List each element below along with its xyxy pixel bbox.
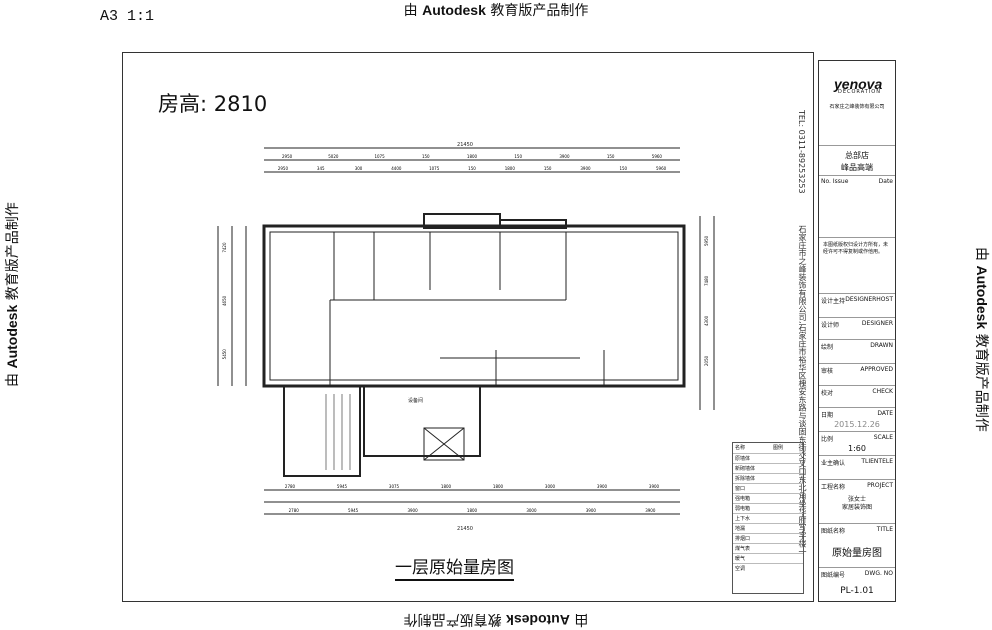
legend-sym: 图例 [773,445,784,451]
dimension-label: 150 [468,166,476,171]
dimension-label: 150 [619,166,627,171]
notice-row: 本图纸版权归设计方所有，未经许可不得复制或作他用。 [819,237,895,292]
dimension-label: 5960 [652,154,663,159]
dimension-label: 5950 [704,235,709,246]
dimension-label: 5020 [328,154,339,159]
dimension-label: 7420 [222,242,227,253]
dimension-label: 1800 [441,484,452,489]
legend-title: 名称 [735,445,746,451]
dimension-label: 2950 [282,154,293,159]
branch: 总部店 [845,151,869,160]
legend-item: 原墙体 [735,456,751,462]
drawing-frame [122,52,814,602]
legend-item: 排烟口 [735,536,751,542]
legend-item: 新砌墙体 [735,466,756,472]
title-value: 原始量房图 [832,548,882,559]
legend-item: 地漏 [735,526,746,532]
dimension-label: 1800 [493,484,504,489]
legend-item: 空调 [735,566,746,572]
legend-item: 上下水 [735,516,751,522]
legend-item: 暖气 [735,556,746,562]
company-logo-sub: DECORATION [838,89,881,95]
dimension-label: 3000 [545,484,556,489]
legend-item: 弱电箱 [735,506,751,512]
dimension-label: 3900 [649,484,660,489]
dimension-label: 3000 [526,508,537,513]
project-value: 张女士 [847,496,866,503]
stairs-label: 设备间 [408,397,423,404]
dimension-label: 1075 [374,154,385,159]
legend-item: 煤气表 [735,546,751,552]
scale-value: 1:60 [848,444,866,453]
dimension-label: 1075 [429,166,440,171]
dimension-label: 150 [514,154,522,159]
dwg-value: PL-1.01 [840,586,874,596]
watermark-bottom: 由 Autodesk 教育版产品制作 [403,611,589,628]
dimension-label: 7480 [704,275,709,286]
dimension-label: 4400 [391,166,402,171]
date-value: 2015.12.26 [834,420,880,429]
dimension-label: 150 [607,154,615,159]
address-text: 石家庄市之峰装饰有限公司,石家庄市裕华区槐安东路与谈固东街交叉口东北角坐华府写字… [798,225,807,555]
dimension-label: 1800 [505,166,516,171]
dimension-label: 3900 [407,508,418,513]
legend-item: 强电箱 [735,496,751,502]
dimension-label: 3900 [645,508,656,513]
legend-item: 拆除墙体 [735,476,756,482]
total-dim-bottom: 21450 [457,526,473,532]
company-name: 石家庄之峰装饰有限公司 [829,104,885,110]
dimension-label: 150 [544,166,552,171]
dimension-label: 5960 [656,166,667,171]
dimension-label: 150 [422,154,430,159]
dimension-label: 5945 [348,508,359,513]
dimension-label: 3075 [389,484,400,489]
watermark-top: 由 Autodesk 教育版产品制作 [403,2,589,19]
plan-title: 一层原始量房图 [395,553,514,581]
dimension-label: 5945 [337,484,348,489]
dimension-label: 2780 [289,508,300,513]
branch-row: 总部店 峰品高端 [819,145,895,176]
dimension-label: 2780 [285,484,296,489]
dimension-label: 4650 [222,295,227,306]
dimension-label: 4300 [704,315,709,326]
dimension-label: 1800 [467,154,478,159]
scale-label: A3 1:1 [100,8,155,25]
dimension-label: 2050 [704,355,709,366]
dimension-label: 3900 [597,484,608,489]
project-value-2: 家居装饰图 [841,504,872,511]
dimension-label: 3900 [559,154,570,159]
floor-plan: 21450 21450 设备间 2950 5020 1075 150 1800 150 39… [217,142,715,532]
dimension-label: 345 [317,166,325,171]
dimension-label: 3900 [580,166,591,171]
dimension-label: 2950 [278,166,289,171]
dimension-label: 300 [355,166,363,171]
room-height: 房高: 2810 [158,92,268,116]
total-dim-top: 21450 [457,142,473,148]
watermark-right: 由 Autodesk 教育版产品制作 [973,247,990,432]
phone-text: TEL: 0311-89253253 [797,110,806,194]
project-group: 峰品高端 [841,163,873,172]
legend-box: 名称 图例 原墙体 新砌墙体 拆除墙体 窗口 强电箱 弱电箱 上下水 地漏 排烟口… [732,442,804,594]
dimension-label: 1800 [467,508,478,513]
watermark-left: 由 Autodesk 教育版产品制作 [4,202,21,387]
dimension-label: 3900 [586,508,597,513]
company-logo: yenova [834,76,883,92]
dimension-label: 5450 [222,349,227,360]
legend-item: 窗口 [735,486,746,492]
